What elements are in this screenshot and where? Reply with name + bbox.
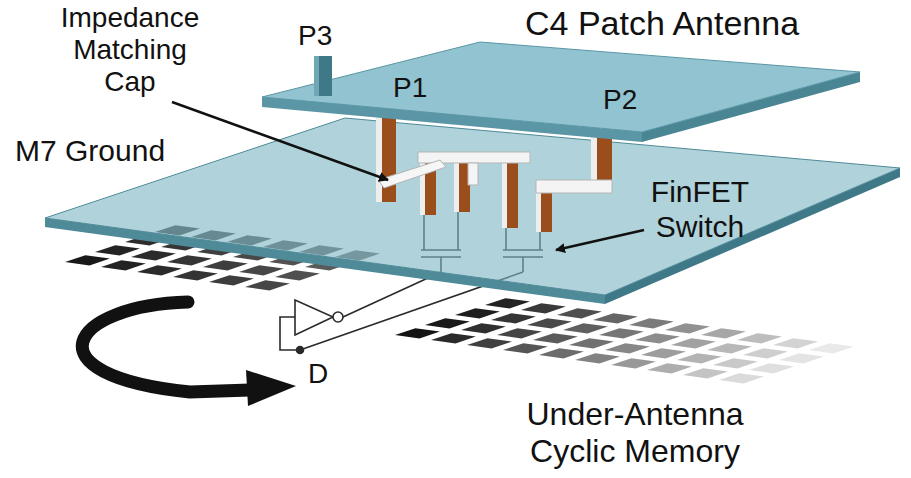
port-label: P2 (603, 84, 637, 116)
memory-cell (713, 358, 758, 368)
memory-cell (773, 338, 818, 348)
part-label: C4 Patch Antenna (525, 4, 799, 43)
memory-cell (677, 353, 722, 363)
signal-label: D (308, 358, 328, 390)
memory-cell (611, 358, 656, 368)
memory-cell (557, 308, 602, 318)
memory-cell (737, 333, 782, 343)
memory-cell (809, 343, 854, 353)
memory-cell (707, 343, 752, 353)
memory-cell (749, 363, 794, 373)
patch-antenna (262, 42, 860, 142)
memory-cell (131, 250, 176, 260)
memory-cell (209, 275, 254, 285)
memory-cell (239, 265, 284, 275)
memory-cell (683, 368, 728, 378)
memory-cell (671, 338, 716, 348)
port-label: P1 (393, 72, 427, 104)
memory-cell (503, 343, 548, 353)
memory-cell (719, 373, 764, 383)
memory-cell (563, 323, 608, 333)
memory-cell (425, 318, 470, 328)
memory-cell (275, 270, 320, 280)
memory-cell (641, 348, 686, 358)
part-label: M7 Ground (15, 134, 165, 169)
memory-cell (395, 328, 440, 338)
callout-label: FinFET Switch (635, 175, 765, 244)
memory-cell (95, 245, 140, 255)
memory-cell (431, 333, 476, 343)
memory-cell (245, 280, 290, 290)
memory-cell (467, 338, 512, 348)
leader-lines (172, 102, 644, 250)
callout-label: Impedance Matching Cap (55, 2, 205, 99)
memory-cell (167, 255, 212, 265)
memory-cell (599, 328, 644, 338)
memory-cell (605, 343, 650, 353)
memory-cell (665, 323, 710, 333)
memory-cell (779, 353, 824, 363)
memory-cell (527, 318, 572, 328)
memory-cell (629, 318, 674, 328)
memory-cell (101, 260, 146, 270)
part-label: Under-Antenna Cyclic Memory (515, 396, 755, 470)
cyclic-arrow (82, 302, 296, 406)
memory-cell (65, 255, 110, 265)
memory-cell (635, 333, 680, 343)
memory-cell (173, 270, 218, 280)
memory-cell (701, 328, 746, 338)
port-label: P3 (298, 20, 332, 52)
memory-cell (539, 348, 584, 358)
memory-cell (461, 323, 506, 333)
ground-plane (45, 118, 900, 304)
memory-cell (203, 260, 248, 270)
memory-cell (647, 363, 692, 373)
memory-cell (569, 338, 614, 348)
memory-cell (521, 303, 566, 313)
memory-cell (593, 313, 638, 323)
memory-cell (137, 265, 182, 275)
memory-cell (485, 298, 530, 308)
memory-cell (455, 308, 500, 318)
memory-cell (491, 313, 536, 323)
memory-cell (575, 353, 620, 363)
memory-cell (743, 348, 788, 358)
memory-cell (533, 333, 578, 343)
memory-cell (497, 328, 542, 338)
